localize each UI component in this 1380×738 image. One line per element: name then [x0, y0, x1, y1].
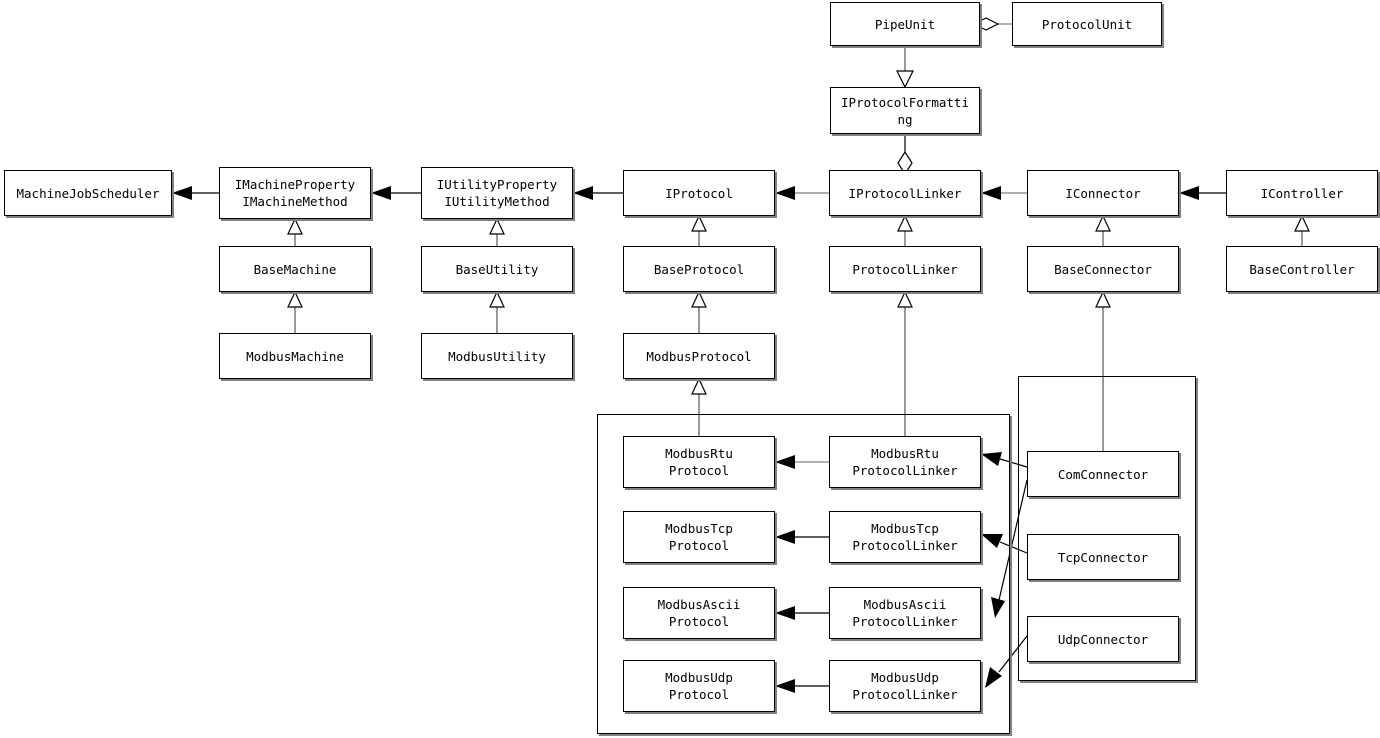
- class-box-base-utility[interactable]: BaseUtility: [421, 246, 573, 292]
- class-label-modbus-rtu-linker: ModbusRtu ProtocolLinker: [852, 446, 958, 478]
- edge-baseutility-to-iutilityproperty: [489, 217, 505, 246]
- class-label-modbus-rtu-protocol: ModbusRtu Protocol: [665, 446, 733, 478]
- class-label-base-controller: BaseController: [1249, 261, 1355, 277]
- class-box-base-controller[interactable]: BaseController: [1226, 246, 1378, 292]
- class-label-modbus-utility: ModbusUtility: [448, 348, 546, 364]
- edge-basecontroller-to-icontroller: [1294, 214, 1310, 246]
- class-box-pipe-unit[interactable]: PipeUnit: [830, 2, 980, 46]
- class-label-protocol-unit: ProtocolUnit: [1041, 16, 1133, 32]
- class-box-machine-job-scheduler[interactable]: MachineJobScheduler: [4, 170, 172, 216]
- class-box-tcp-connector[interactable]: TcpConnector: [1027, 534, 1179, 580]
- class-box-modbus-utility[interactable]: ModbusUtility: [421, 333, 573, 379]
- edge-baseconnector-to-iconnector: [1095, 214, 1111, 246]
- class-label-iconnector: IConnector: [1065, 185, 1141, 201]
- class-label-modbus-tcp-linker: ModbusTcp ProtocolLinker: [852, 521, 958, 553]
- class-box-protocol-linker[interactable]: ProtocolLinker: [829, 246, 981, 292]
- class-label-modbus-protocol: ModbusProtocol: [646, 348, 752, 364]
- class-label-base-protocol: BaseProtocol: [653, 261, 745, 277]
- edge-icontroller-to-iconnector: [1179, 186, 1226, 200]
- class-label-udp-connector: UdpConnector: [1057, 631, 1149, 647]
- class-label-base-machine: BaseMachine: [253, 261, 337, 277]
- edge-protocollinker-to-iprotocollinker: [897, 214, 913, 246]
- class-label-pipe-unit: PipeUnit: [874, 16, 936, 32]
- edge-imachine-to-scheduler: [172, 186, 219, 200]
- class-box-iprotocol[interactable]: IProtocol: [623, 170, 775, 216]
- class-box-iprotocol-linker[interactable]: IProtocolLinker: [829, 170, 981, 216]
- edge-iconnector-to-iprotocollinker: [981, 186, 1027, 200]
- class-box-modbus-ascii-linker[interactable]: ModbusAscii ProtocolLinker: [829, 587, 981, 639]
- edge-iprotocollinker-to-iprotocol: [775, 186, 829, 200]
- class-box-protocol-unit[interactable]: ProtocolUnit: [1012, 2, 1162, 46]
- class-label-iprotocol-formatting: IProtocolFormatti ng: [841, 94, 969, 127]
- class-label-machine-job-scheduler: MachineJobScheduler: [16, 185, 160, 201]
- class-box-modbus-udp-protocol[interactable]: ModbusUdp Protocol: [623, 660, 775, 712]
- class-label-protocol-linker: ProtocolLinker: [852, 261, 958, 277]
- edge-pipeunit-to-iprotocolformatting: [896, 46, 914, 89]
- class-label-modbus-ascii-linker: ModbusAscii ProtocolLinker: [852, 597, 958, 629]
- edge-iprotocol-to-iutility: [573, 186, 623, 200]
- class-label-iprotocol-linker: IProtocolLinker: [848, 185, 962, 201]
- class-box-imachine-property[interactable]: IMachineProperty IMachineMethod: [219, 167, 371, 219]
- class-box-com-connector[interactable]: ComConnector: [1027, 451, 1179, 497]
- class-box-modbus-udp-linker[interactable]: ModbusUdp ProtocolLinker: [829, 660, 981, 712]
- class-box-iconnector[interactable]: IConnector: [1027, 170, 1179, 216]
- class-label-modbus-machine: ModbusMachine: [246, 348, 344, 364]
- edge-iutility-to-imachine: [371, 186, 421, 200]
- edge-baseprotocol-to-iprotocol: [691, 214, 707, 246]
- class-label-modbus-tcp-protocol: ModbusTcp Protocol: [665, 521, 733, 553]
- class-box-modbus-machine[interactable]: ModbusMachine: [219, 333, 371, 379]
- class-label-imachine-property: IMachineProperty IMachineMethod: [234, 177, 356, 209]
- class-label-com-connector: ComConnector: [1057, 466, 1149, 482]
- edge-basemachine-to-imachineproperty: [287, 217, 303, 246]
- edge-modbusmachine-to-basemachine: [287, 290, 303, 333]
- class-box-modbus-rtu-linker[interactable]: ModbusRtu ProtocolLinker: [829, 436, 981, 488]
- class-label-modbus-udp-protocol: ModbusUdp Protocol: [665, 670, 733, 702]
- class-box-modbus-protocol[interactable]: ModbusProtocol: [623, 333, 775, 379]
- class-label-modbus-ascii-protocol: ModbusAscii Protocol: [657, 597, 741, 629]
- class-label-iprotocol: IProtocol: [665, 185, 733, 201]
- class-label-base-connector: BaseConnector: [1054, 261, 1152, 277]
- class-box-udp-connector[interactable]: UdpConnector: [1027, 616, 1179, 662]
- class-box-modbus-tcp-linker[interactable]: ModbusTcp ProtocolLinker: [829, 511, 981, 563]
- class-label-modbus-udp-linker: ModbusUdp ProtocolLinker: [852, 670, 958, 702]
- class-box-base-protocol[interactable]: BaseProtocol: [623, 246, 775, 292]
- class-label-iutility-property: IUtilityProperty IUtilityMethod: [436, 177, 558, 209]
- class-label-base-utility: BaseUtility: [455, 261, 539, 277]
- edge-modbusprotocol-to-baseprotocol: [691, 290, 707, 333]
- edge-iprotocolformatting-to-iprotocollinker: [897, 134, 913, 176]
- class-box-modbus-tcp-protocol[interactable]: ModbusTcp Protocol: [623, 511, 775, 563]
- class-box-icontroller[interactable]: IController: [1226, 170, 1378, 216]
- class-box-iutility-property[interactable]: IUtilityProperty IUtilityMethod: [421, 167, 573, 219]
- class-label-tcp-connector: TcpConnector: [1057, 549, 1149, 565]
- class-box-base-machine[interactable]: BaseMachine: [219, 246, 371, 292]
- edge-modbusutility-to-baseutility: [489, 290, 505, 333]
- class-box-modbus-ascii-protocol[interactable]: ModbusAscii Protocol: [623, 587, 775, 639]
- class-label-icontroller: IController: [1260, 185, 1344, 201]
- class-box-modbus-rtu-protocol[interactable]: ModbusRtu Protocol: [623, 436, 775, 488]
- class-box-iprotocol-formatting[interactable]: IProtocolFormatti ng: [830, 87, 980, 134]
- class-box-base-connector[interactable]: BaseConnector: [1027, 246, 1179, 292]
